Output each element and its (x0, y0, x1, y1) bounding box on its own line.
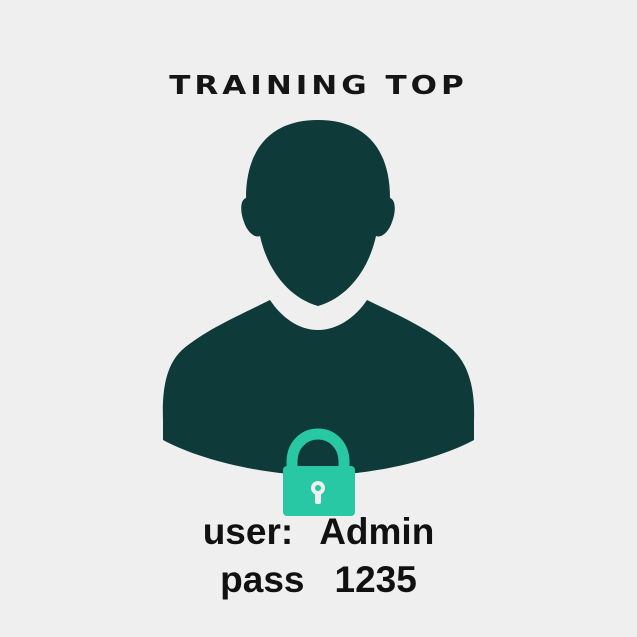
padlock-keyhole-slot (315, 490, 321, 504)
password-label: pass (220, 559, 305, 600)
username-line: user: Admin (0, 510, 637, 554)
username-label: user: (202, 511, 294, 552)
password-value: 1235 (334, 559, 417, 600)
figure-head (241, 120, 395, 306)
password-line: pass 1235 (0, 558, 637, 602)
page-title: TRAINING TOP (169, 71, 468, 101)
padlock-shackle (286, 428, 350, 470)
username-value: Admin (319, 511, 435, 552)
figure-body (162, 300, 475, 476)
